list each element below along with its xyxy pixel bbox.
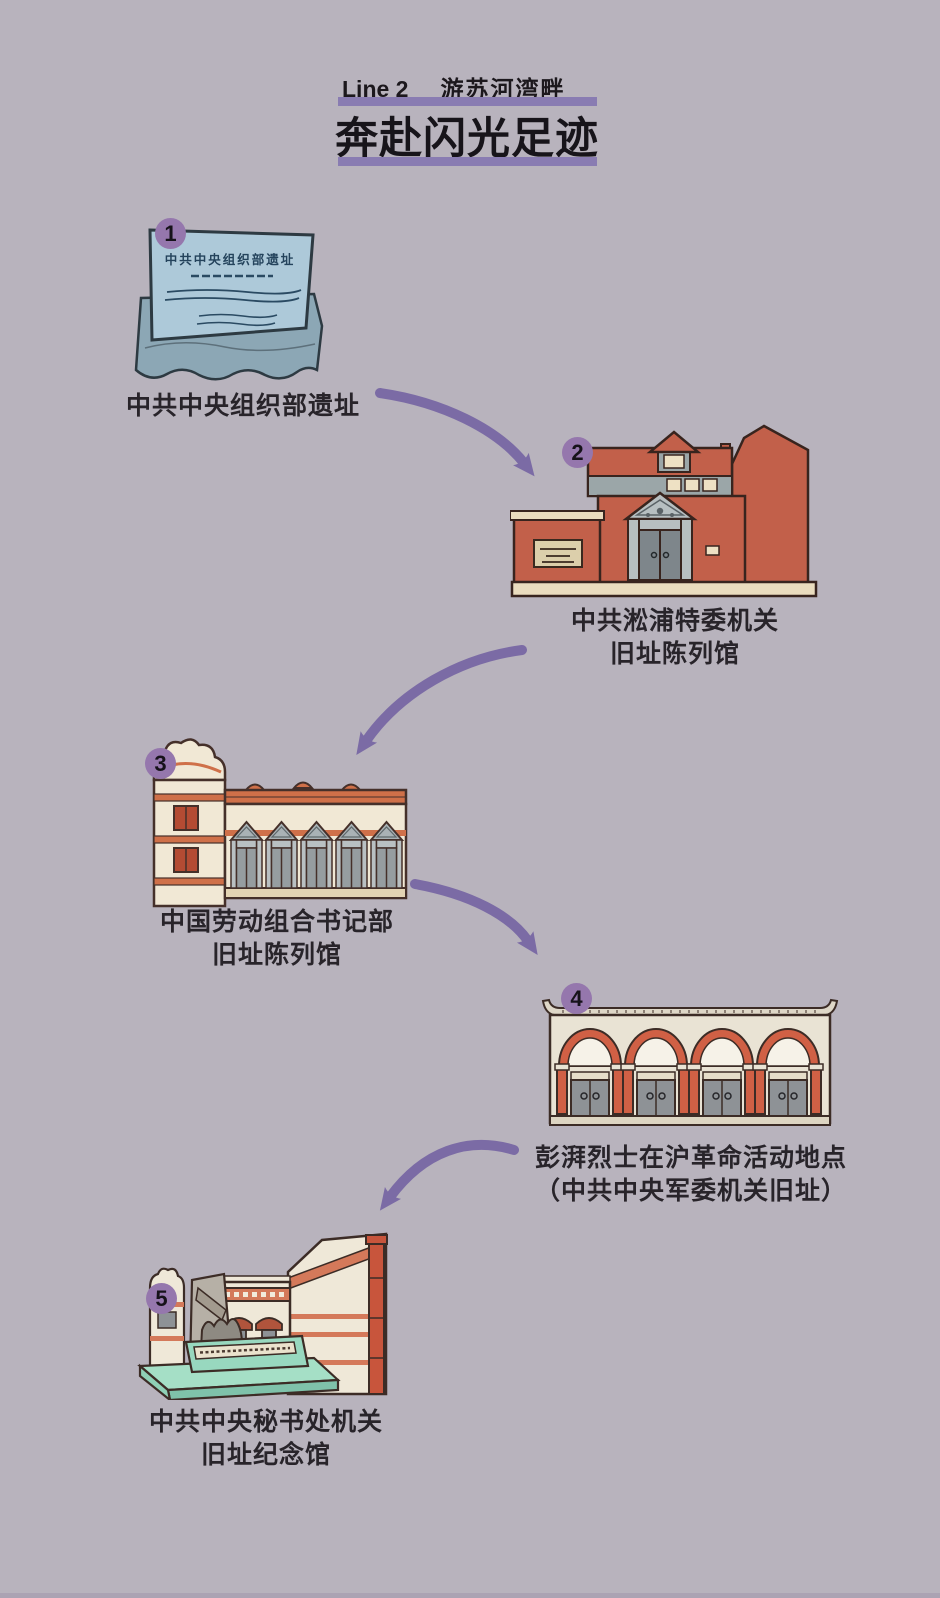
stop-1-stone-monument-illustration: 中共中央组织部遗址: [134, 228, 324, 381]
base-strip: [549, 1115, 831, 1126]
stop-5-label-line2: 旧址纪念馆: [200, 1441, 331, 1469]
poster-title: 奔赴闪光足迹: [335, 115, 599, 163]
stop-4-label-line2: （中共中央军委机关旧址）: [534, 1177, 847, 1205]
stop-2-label-line1: 中共淞浦特委机关: [570, 607, 779, 635]
stop-2-red-house-illustration: [510, 424, 818, 598]
stop-3-shikumen-row-illustration: [152, 738, 408, 908]
bottom-edge-strip: [0, 1593, 940, 1598]
stop-1-label-line1: 中共中央组织部遗址: [125, 392, 360, 420]
title-divider-top: [338, 97, 597, 106]
stop-3-label-line2: 旧址陈列馆: [211, 941, 342, 969]
stop-4-label-line1: 彭湃烈士在沪革命活动地点: [534, 1144, 847, 1172]
stop-2-number-badge: 2: [562, 437, 593, 468]
stop-4-number-badge: 4: [561, 983, 592, 1014]
stop-5-label: 中共中央秘书处机关 旧址纪念馆: [131, 1406, 401, 1472]
route-arrow-4: [379, 1139, 519, 1211]
stone-gate-units: [228, 820, 405, 889]
route-arrow-1: [375, 388, 535, 477]
route-arrow-3: [410, 879, 538, 955]
stop-5-label-line1: 中共中央秘书处机关: [148, 1408, 383, 1436]
dormer-roof: [646, 430, 702, 454]
title-divider-bottom: [338, 157, 597, 166]
stop-4-arched-building-illustration: [541, 998, 839, 1126]
stop-1-number: 1: [164, 220, 177, 246]
stop-5-number: 5: [155, 1285, 168, 1311]
stop-2-label: 中共淞浦特委机关 旧址陈列馆: [540, 605, 810, 671]
stop-3-number: 3: [154, 750, 167, 776]
ground-strip: [510, 580, 818, 598]
stop-2-number: 2: [571, 439, 584, 465]
wall-plaque: [533, 539, 583, 568]
stop-1-label: 中共中央组织部遗址: [98, 390, 388, 423]
route-arrow-2: [356, 645, 527, 755]
stop-5-memorial-illustration: [137, 1232, 388, 1400]
stop-3-number-badge: 3: [145, 748, 176, 779]
stop-3-label: 中国劳动组合书记部 旧址陈列馆: [142, 906, 412, 972]
monument-plaque-face: [148, 228, 315, 342]
stop-4-number: 4: [570, 985, 583, 1011]
stop-3-label-line1: 中国劳动组合书记部: [159, 908, 394, 936]
stop-5-number-badge: 5: [146, 1283, 177, 1314]
arch-units: [554, 1028, 824, 1117]
corner-pilaster: [368, 1237, 385, 1395]
monument-plaque-title: 中共中央组织部遗址: [165, 252, 296, 267]
stop-2-label-line2: 旧址陈列馆: [609, 640, 740, 668]
stop-4-label: 彭湃烈士在沪革命活动地点 （中共中央军委机关旧址）: [521, 1142, 861, 1208]
stop-1-number-badge: 1: [155, 218, 186, 249]
